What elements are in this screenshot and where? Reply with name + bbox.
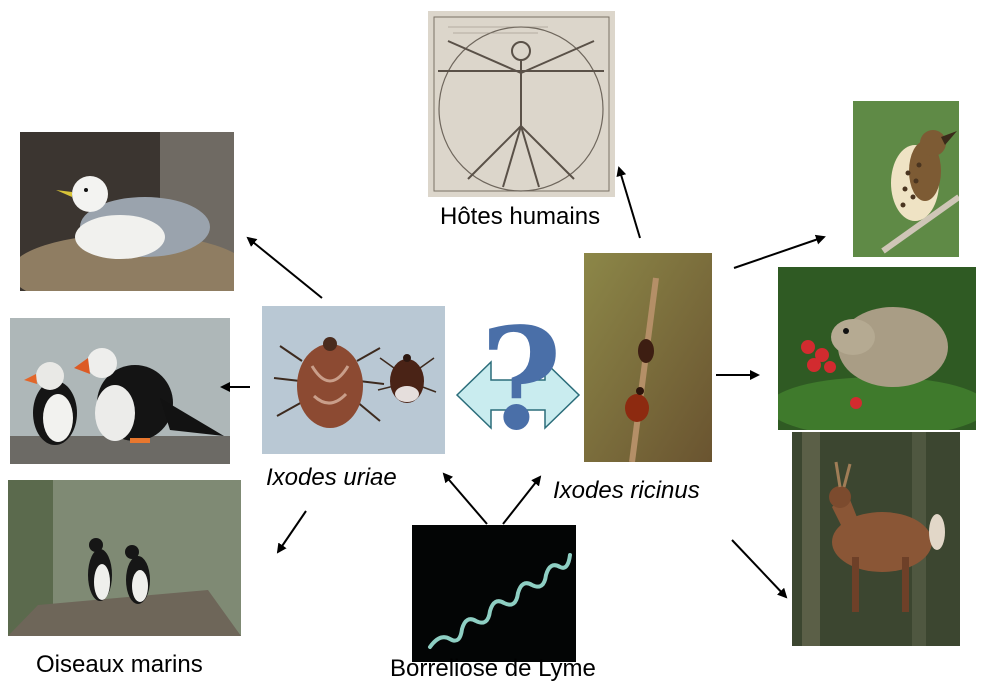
borrelia-image xyxy=(412,525,576,662)
label-ixodes-uriae: Ixodes uriae xyxy=(266,464,397,492)
arrow-to-human xyxy=(619,168,640,238)
label-lyme: Borreliose de Lyme xyxy=(390,655,596,683)
ixodes-uriae-image xyxy=(262,306,445,454)
ixodes-ricinus-image xyxy=(584,253,712,462)
vole-image xyxy=(778,267,976,430)
roe-deer-image xyxy=(792,432,960,646)
label-seabirds: Oiseaux marins xyxy=(36,651,203,679)
arrow-to-thrush xyxy=(734,237,824,268)
label-human-hosts: Hôtes humains xyxy=(440,203,600,231)
vitruvian-man-image xyxy=(428,11,615,197)
kittiwake-image xyxy=(20,132,234,291)
arrow-borrelia-to-uriae xyxy=(444,474,487,524)
label-ixodes-ricinus: Ixodes ricinus xyxy=(553,477,700,505)
question-mark: ? xyxy=(480,310,562,450)
arrow-to-deer xyxy=(732,540,786,597)
arrow-to-guillemots xyxy=(278,511,306,552)
guillemots-image xyxy=(8,480,241,636)
arrow-to-kittiwake xyxy=(248,238,322,298)
song-thrush-image xyxy=(853,101,959,257)
puffins-image xyxy=(10,318,230,464)
arrow-borrelia-to-ricinus xyxy=(503,477,540,524)
